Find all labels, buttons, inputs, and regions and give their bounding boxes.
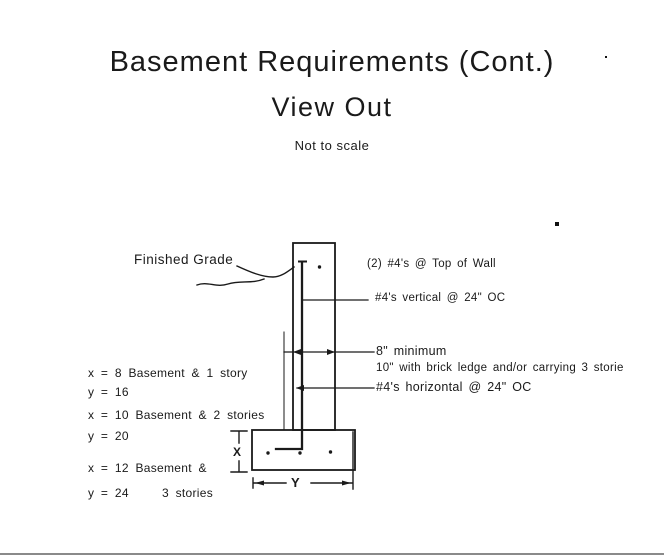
rebar-dot	[266, 451, 270, 455]
scan-artifact-dot	[605, 56, 607, 58]
annotation-horizontal-rebar: #4's horizontal @ 24" OC	[376, 380, 532, 394]
scan-artifact-dot	[555, 222, 559, 226]
footing-note-row: x = 10 Basement & 2 stories	[88, 408, 265, 422]
annotation-top-of-wall: (2) #4's @ Top of Wall	[367, 258, 496, 270]
dim-x-label: X	[233, 445, 242, 459]
wall-outline	[292, 242, 336, 431]
rebar-dot	[328, 450, 333, 454]
footing-note-row: x = 8 Basement & 1 story	[88, 366, 248, 380]
annotation-wall-thickness: 8" minimum	[376, 344, 447, 358]
y-dim-line	[252, 431, 354, 490]
footing-outline	[251, 429, 356, 471]
rebar-dot	[317, 265, 322, 269]
page-title: Basement Requirements (Cont.)	[109, 46, 555, 78]
annotation-vertical-rebar: #4's vertical @ 24" OC	[375, 292, 506, 304]
rebar-dot	[298, 451, 302, 455]
bottom-divider	[0, 553, 664, 555]
annotation-brick-ledge: 10" with brick ledge and/or carrying 3 s…	[376, 362, 624, 374]
footing-note-row: y = 20	[88, 429, 129, 443]
footing-note-row: x = 12 Basement &	[88, 461, 207, 475]
x-dim-bottom-tick	[230, 460, 248, 473]
x-dim-top-tick	[230, 430, 248, 444]
grade-squiggle-line	[196, 278, 265, 286]
dim-y-label: Y	[291, 475, 300, 490]
scale-note: Not to scale	[294, 138, 370, 153]
page-subtitle: View Out	[271, 92, 393, 122]
footing-note-row: y = 16	[88, 385, 129, 399]
grade-leader-line	[236, 265, 295, 278]
footing-note-row: y = 24 3 stories	[88, 486, 214, 500]
rebar-line	[274, 260, 304, 451]
finished-grade-label: Finished Grade	[134, 252, 234, 267]
